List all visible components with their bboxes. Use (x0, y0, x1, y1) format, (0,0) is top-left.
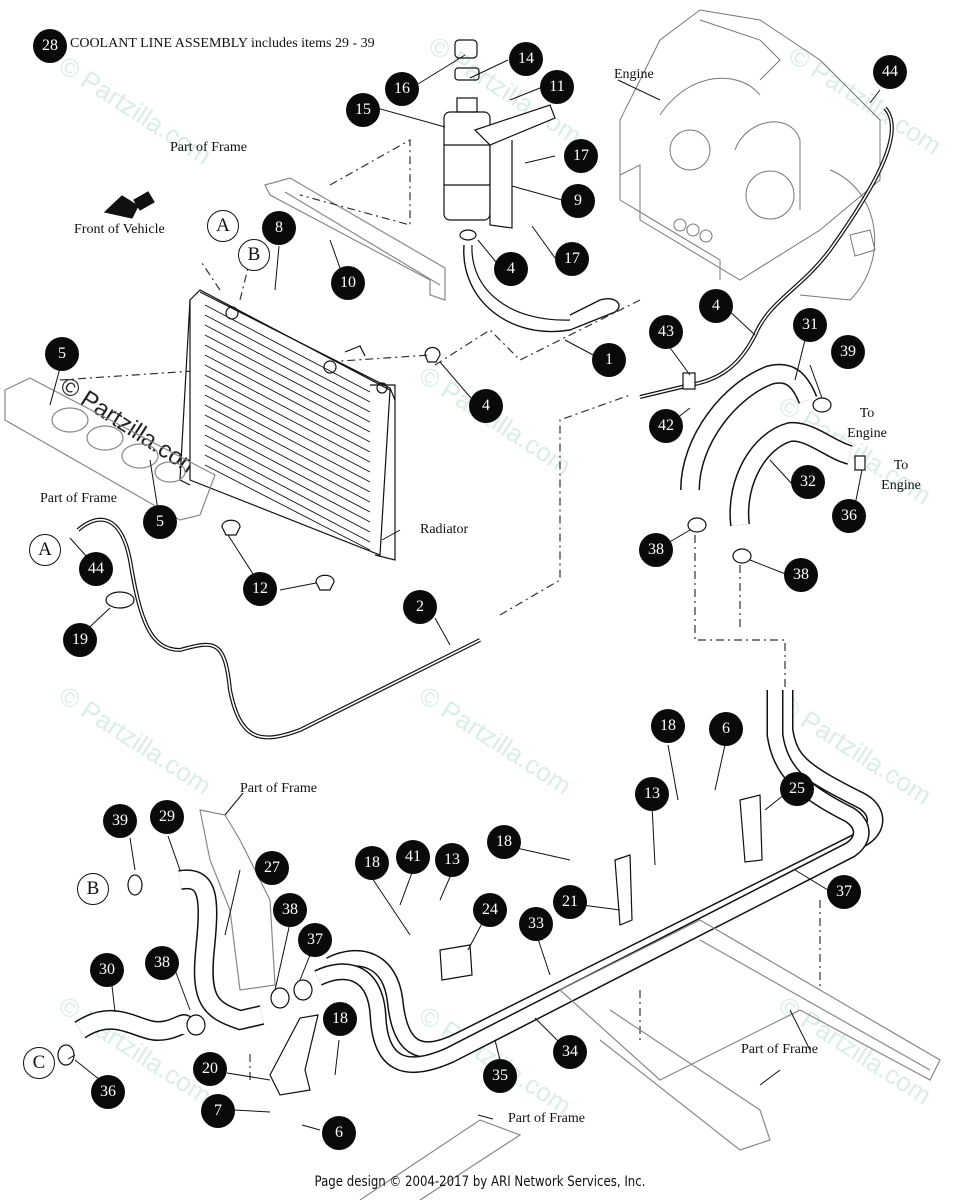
callout-4[interactable]: 4 (699, 289, 733, 323)
callout-2[interactable]: 2 (403, 590, 437, 624)
leader-lines (49, 54, 881, 1131)
callout-9[interactable]: 9 (561, 184, 595, 218)
label-part-of-frame: Part of Frame (240, 781, 317, 796)
copyright-footer: Page design © 2004-2017 by ARI Network S… (314, 1174, 646, 1190)
callout-25[interactable]: 25 (780, 772, 814, 806)
callout-24[interactable]: 24 (473, 893, 507, 927)
callout-13[interactable]: 13 (635, 777, 669, 811)
reference-marker-a: A (29, 534, 61, 566)
callout-37[interactable]: 37 (827, 875, 861, 909)
label-radiator: Radiator (420, 522, 469, 537)
callout-6[interactable]: 6 (322, 1116, 356, 1150)
callout-18[interactable]: 18 (355, 846, 389, 880)
callout-18[interactable]: 18 (323, 1002, 357, 1036)
reference-marker-a: A (207, 210, 239, 242)
callout-33[interactable]: 33 (519, 907, 553, 941)
callout-21[interactable]: 21 (553, 885, 587, 919)
coolant-tubes (314, 690, 884, 1074)
callout-10[interactable]: 10 (331, 266, 365, 300)
callout-14[interactable]: 14 (509, 42, 543, 76)
callout-4[interactable]: 4 (494, 252, 528, 286)
callout-41[interactable]: 41 (396, 840, 430, 874)
callout-38[interactable]: 38 (273, 893, 307, 927)
callout-30[interactable]: 30 (90, 953, 124, 987)
label-part-of-frame: Part of Frame (170, 140, 247, 155)
callout-7[interactable]: 7 (201, 1094, 235, 1128)
callout-17[interactable]: 17 (555, 242, 589, 276)
callout-17[interactable]: 17 (564, 139, 598, 173)
callout-38[interactable]: 38 (639, 533, 673, 567)
label-part-of-frame: Part of Frame (40, 491, 117, 506)
reference-marker-b: B (77, 873, 109, 905)
callout-31[interactable]: 31 (793, 308, 827, 342)
front-arrow-icon (103, 195, 139, 219)
callout-35[interactable]: 35 (483, 1059, 517, 1093)
callout-37[interactable]: 37 (298, 923, 332, 957)
callout-15[interactable]: 15 (346, 93, 380, 127)
label-part-of-frame: Part of Frame (508, 1111, 585, 1126)
callout-38[interactable]: 38 (784, 558, 818, 592)
callout-16[interactable]: 16 (385, 72, 419, 106)
frame-member-top (264, 177, 446, 301)
callout-39[interactable]: 39 (831, 335, 865, 369)
callout-18[interactable]: 18 (651, 709, 685, 743)
engine-illustration (619, 9, 881, 301)
callout-43[interactable]: 43 (649, 315, 683, 349)
reference-marker-c: C (23, 1047, 55, 1079)
callout-5[interactable]: 5 (143, 505, 177, 539)
frame-rails (359, 919, 941, 1200)
callout-44[interactable]: 44 (873, 55, 907, 89)
callout-18[interactable]: 18 (487, 825, 521, 859)
callout-8[interactable]: 8 (262, 211, 296, 245)
assembly-title: COOLANT LINE ASSEMBLY includes items 29 … (70, 36, 375, 51)
callout-29[interactable]: 29 (150, 800, 184, 834)
callout-19[interactable]: 19 (63, 623, 97, 657)
callout-44[interactable]: 44 (79, 552, 113, 586)
callout-28[interactable]: 28 (33, 29, 67, 63)
frame-member-left (4, 377, 216, 521)
callout-27[interactable]: 27 (255, 851, 289, 885)
callout-38[interactable]: 38 (145, 946, 179, 980)
callout-11[interactable]: 11 (540, 70, 574, 104)
label-part-of-frame: Part of Frame (741, 1042, 818, 1057)
callout-39[interactable]: 39 (103, 804, 137, 838)
reference-marker-b: B (238, 239, 270, 271)
callout-6[interactable]: 6 (709, 712, 743, 746)
callout-5[interactable]: 5 (45, 337, 79, 371)
label-to-engine: To Engine (847, 406, 887, 441)
frame-upright (199, 809, 276, 991)
callout-42[interactable]: 42 (649, 409, 683, 443)
callout-20[interactable]: 20 (193, 1052, 227, 1086)
label-front-of-vehicle: Front of Vehicle (74, 222, 165, 237)
callout-34[interactable]: 34 (553, 1035, 587, 1069)
label-engine: Engine (614, 67, 654, 82)
radiator-illustration (179, 289, 396, 561)
label-to-engine: To Engine (881, 458, 921, 493)
callout-13[interactable]: 13 (435, 843, 469, 877)
callout-1[interactable]: 1 (592, 343, 626, 377)
callout-12[interactable]: 12 (243, 572, 277, 606)
callout-32[interactable]: 32 (791, 465, 825, 499)
callout-36[interactable]: 36 (832, 499, 866, 533)
callout-36[interactable]: 36 (91, 1075, 125, 1109)
callout-4[interactable]: 4 (469, 389, 503, 423)
